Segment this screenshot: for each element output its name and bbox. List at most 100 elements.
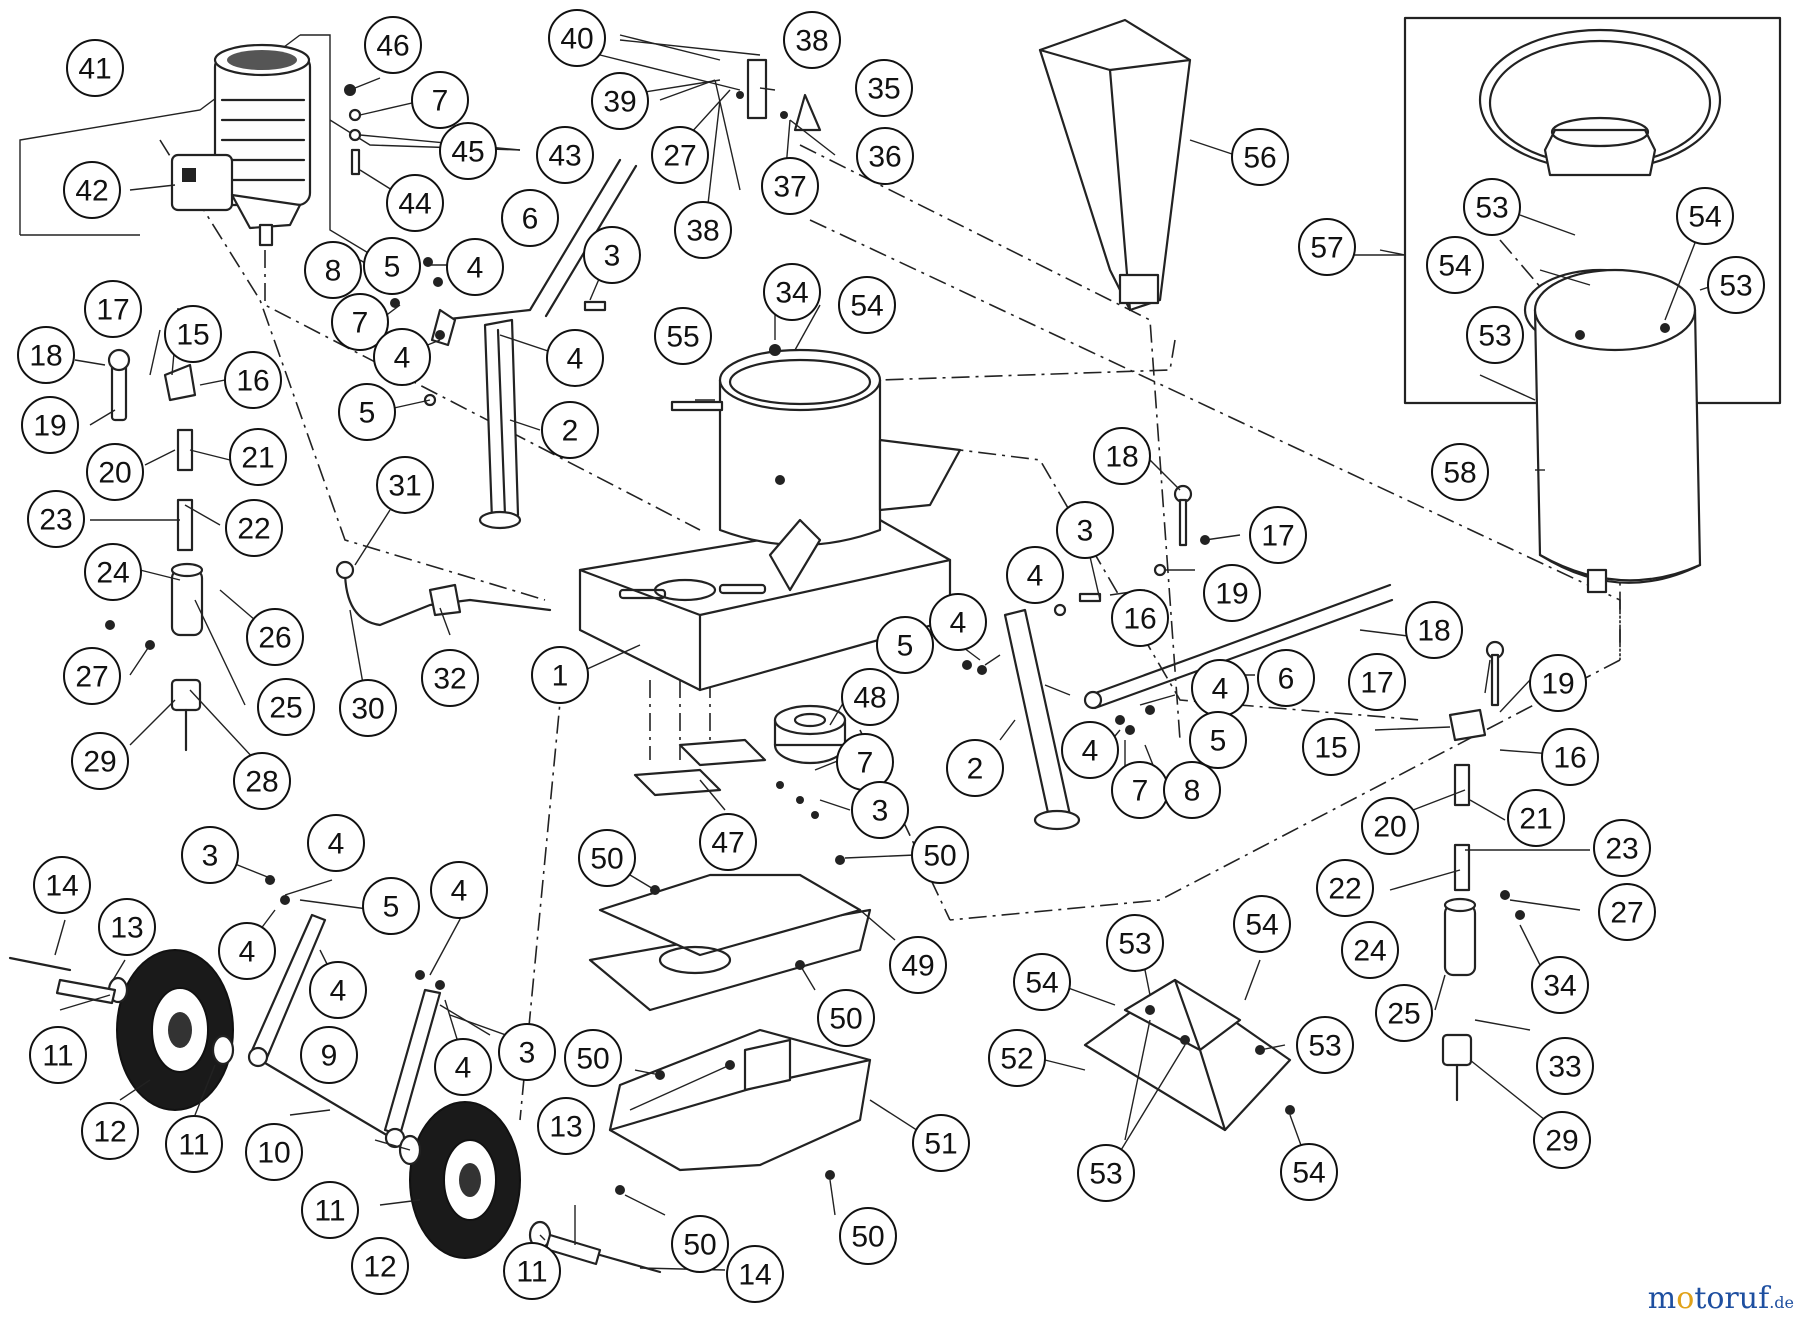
callout-circle [21, 396, 79, 454]
callout-label: 17 [1360, 667, 1393, 700]
callout-label: 13 [110, 912, 143, 945]
callout-label: 18 [1417, 615, 1450, 648]
right-post [1003, 608, 1081, 831]
callout-label: 58 [1443, 457, 1476, 490]
callout-circle [1233, 895, 1291, 953]
callout-circle [1598, 883, 1656, 941]
callout-circle [446, 238, 504, 296]
callout-circle [674, 201, 732, 259]
callout-circle [164, 305, 222, 363]
callout-4: 4 [546, 329, 604, 387]
callout-54: 54 [1233, 895, 1291, 953]
callout-53: 53 [1077, 1144, 1135, 1202]
callout-circle [1361, 797, 1419, 855]
callout-label: 28 [245, 766, 278, 799]
callout-circle [245, 1123, 303, 1181]
callout-circle [1061, 721, 1119, 779]
callout-circle [856, 127, 914, 185]
callout-label: 29 [1545, 1125, 1578, 1158]
watermark-part: toruf [1694, 1281, 1770, 1316]
callout-4: 4 [1061, 721, 1119, 779]
callout-circle [1093, 427, 1151, 485]
callout-circle [1676, 187, 1734, 245]
callout-47: 47 [699, 813, 757, 871]
callout-circle [988, 1029, 1046, 1087]
callout-label: 27 [75, 661, 108, 694]
callout-label: 13 [549, 1111, 582, 1144]
callout-circle [1056, 501, 1114, 559]
callout-label: 18 [1105, 441, 1138, 474]
callout-circle [33, 856, 91, 914]
callout-circle [912, 1114, 970, 1172]
callout-20: 20 [1361, 797, 1419, 855]
callout-circle [386, 174, 444, 232]
callout-13: 13 [537, 1097, 595, 1155]
callout-circle [1280, 1143, 1338, 1201]
callout-label: 8 [325, 255, 342, 288]
callout-46: 46 [364, 16, 422, 74]
callout-label: 22 [1328, 873, 1361, 906]
callout-label: 16 [1553, 742, 1586, 775]
callout-label: 5 [359, 397, 376, 430]
callout-circle [86, 443, 144, 501]
callout-label: 54 [1245, 909, 1278, 942]
callout-circle [946, 739, 1004, 797]
callout-11: 11 [29, 1026, 87, 1084]
callout-label: 9 [321, 1040, 338, 1073]
callout-40: 40 [548, 9, 606, 67]
callout-circle [63, 647, 121, 705]
callout-11: 11 [503, 1242, 561, 1300]
callout-17: 17 [84, 280, 142, 338]
callout-10: 10 [245, 1123, 303, 1181]
callout-label: 53 [1478, 320, 1511, 353]
callout-52: 52 [988, 1029, 1046, 1087]
callout-circle [1298, 218, 1356, 276]
watermark-logo: motoruf.de [1648, 1281, 1794, 1316]
callout-circle [838, 276, 896, 334]
callout-label: 50 [829, 1003, 862, 1036]
electric-motor [170, 43, 312, 247]
callout-circle [257, 678, 315, 736]
callout-18: 18 [1093, 427, 1151, 485]
callout-circle [501, 189, 559, 247]
callout-circle [411, 71, 469, 129]
callout-label: 34 [1543, 970, 1576, 1003]
callout-label: 22 [237, 513, 270, 546]
callout-circle [165, 1115, 223, 1173]
callout-label: 25 [1387, 998, 1420, 1031]
callout-34: 34 [1531, 956, 1589, 1014]
callout-circle [911, 826, 969, 884]
callout-label: 7 [432, 85, 449, 118]
callout-label: 17 [1261, 520, 1294, 553]
callout-circle [309, 961, 367, 1019]
callout-label: 4 [567, 343, 584, 376]
callout-circle [537, 1097, 595, 1155]
callout-label: 44 [398, 188, 431, 221]
callout-circle [81, 1102, 139, 1160]
middle-valve [1153, 484, 1210, 577]
callout-54: 54 [1280, 1143, 1338, 1201]
motor-bolts [344, 84, 362, 176]
callout-circle [439, 122, 497, 180]
callout-50: 50 [839, 1207, 897, 1265]
callout-circle [783, 11, 841, 69]
callout-28: 28 [233, 752, 291, 810]
callout-label: 33 [1548, 1051, 1581, 1084]
callout-circle [591, 72, 649, 130]
callout-11: 11 [301, 1181, 359, 1239]
callout-2: 2 [946, 739, 1004, 797]
callout-label: 14 [45, 870, 78, 903]
callout-circle [218, 922, 276, 980]
callout-54: 54 [1676, 187, 1734, 245]
callout-circle [84, 543, 142, 601]
callout-circle [304, 241, 362, 299]
callout-label: 20 [1373, 811, 1406, 844]
callout-label: 4 [467, 252, 484, 285]
callout-16: 16 [1111, 589, 1169, 647]
callout-circle [300, 1026, 358, 1084]
callout-circle [876, 616, 934, 674]
callout-circle [1189, 711, 1247, 769]
callout-circle [1203, 564, 1261, 622]
callout-circle [376, 456, 434, 514]
